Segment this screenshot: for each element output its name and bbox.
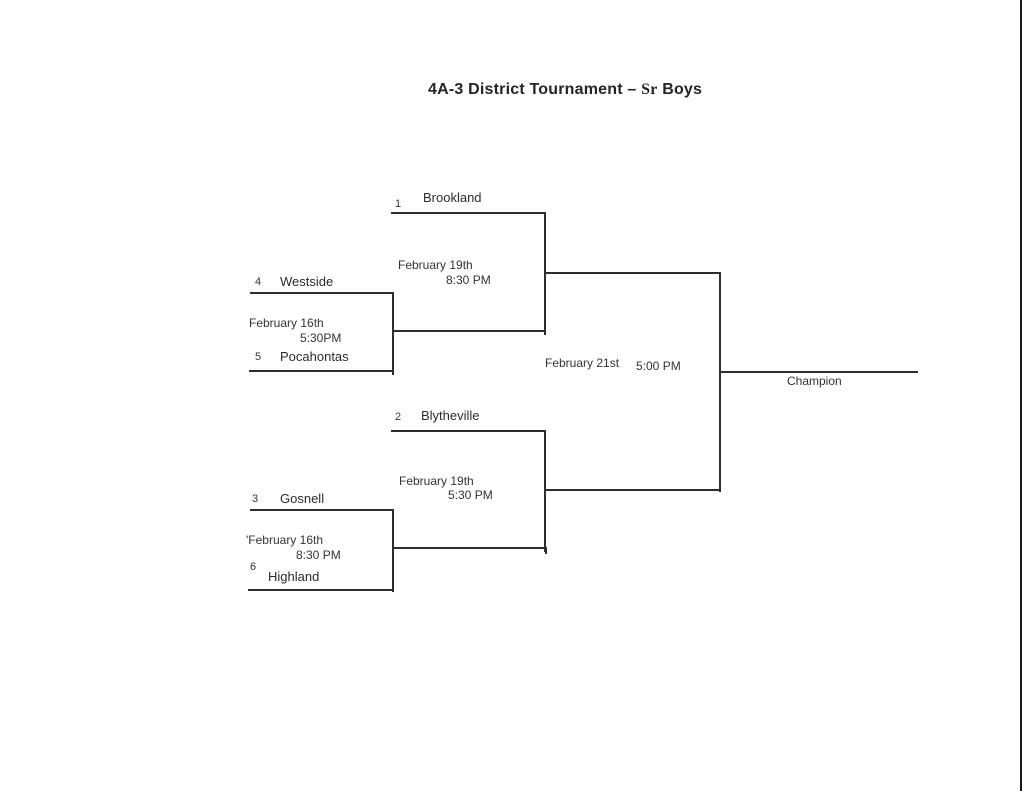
round1-match2-date: 'February 16th (246, 533, 323, 547)
team-highland: Highland (268, 569, 320, 584)
semifinal2-time: 5:30 PM (448, 488, 493, 502)
page-title-boys: Boys (657, 81, 703, 98)
seed-blytheville: 2 (395, 411, 402, 423)
round1-match1-connector (392, 292, 394, 375)
round1-match1-time: 5:30PM (300, 331, 342, 345)
page-title: 4A-3 District Tournament – Sr Boys (428, 81, 702, 99)
seed-gosnell: 3 (252, 493, 259, 505)
seed-pocahontas: 5 (255, 351, 262, 363)
seed-westside: 4 (255, 276, 262, 288)
semifinal1-time: 8:30 PM (446, 273, 491, 287)
team-gosnell: Gosnell (280, 491, 325, 506)
semifinal2-date: February 19th (399, 474, 474, 488)
champion-line (720, 371, 918, 373)
semifinal1-date: February 19th (398, 258, 473, 272)
seed-brookland: 1 (395, 198, 402, 210)
page-title-sr: Sr (641, 81, 658, 98)
round1-match2-winner-line-tick (545, 547, 547, 554)
team-brookland: Brookland (423, 190, 482, 205)
champion-label: Champion (787, 374, 842, 388)
final-date: February 21st (545, 356, 620, 370)
highland-entry-line (248, 589, 394, 591)
round1-match1-date: February 16th (249, 316, 324, 330)
gosnell-entry-line (250, 509, 394, 511)
brookland-entry-line (391, 212, 546, 214)
pocahontas-entry-line (249, 370, 394, 372)
semifinal2-connector (544, 430, 546, 552)
westside-entry-line (250, 292, 394, 294)
round1-match2-time: 8:30 PM (296, 548, 341, 562)
final-connector (719, 272, 721, 492)
semifinal1-winner-line (545, 272, 721, 274)
round1-match2-connector (392, 509, 394, 592)
page-title-main: 4A-3 District Tournament – (428, 81, 642, 98)
round1-match2-winner-line (392, 547, 547, 549)
team-blytheville: Blytheville (421, 408, 480, 423)
seed-highland: 6 (250, 561, 257, 573)
round1-match1-winner-line (392, 330, 546, 332)
team-pocahontas: Pocahontas (280, 349, 349, 364)
final-time: 5:00 PM (636, 359, 681, 373)
page-edge-scan-line (1020, 0, 1022, 791)
semifinal2-winner-line (545, 489, 721, 491)
team-westside: Westside (280, 274, 334, 289)
blytheville-entry-line (391, 430, 546, 432)
